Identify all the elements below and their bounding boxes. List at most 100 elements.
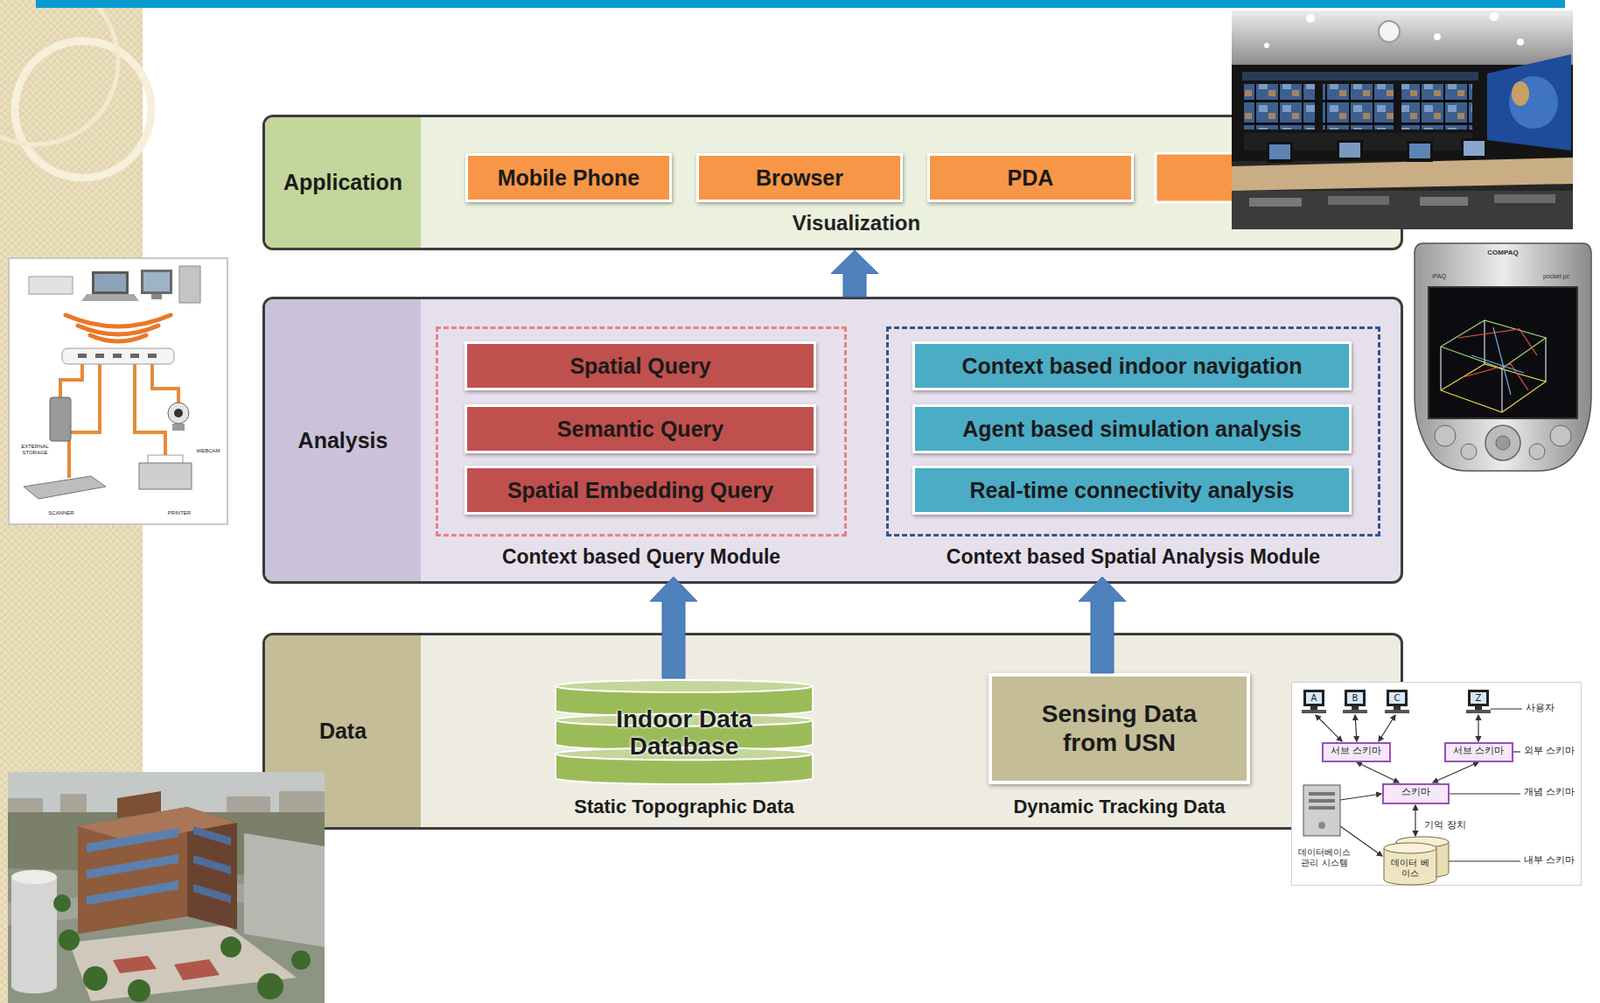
pda-device-photo-part [1471,355,1524,373]
schema-diagram-picture-part [1356,761,1399,783]
network-devices-picture-part [77,325,159,335]
network-devices-picture-part [62,348,175,364]
building-3d-model-part [7,797,43,814]
schema-label: 개념 스키마 [1523,786,1576,798]
box-label: Spatial Embedding Query [507,477,774,504]
network-devices-picture [7,257,229,525]
network-devices-picture-part [167,402,189,424]
building-3d-model-part [83,965,108,991]
label-wrap: B [1346,692,1364,704]
block-arrow [831,250,879,297]
network-devices-picture-part [69,363,100,478]
pda-device-photo-part [1428,286,1578,419]
schema-diagram-picture-part [1301,709,1327,713]
control-room-photo-part [1419,196,1468,206]
control-room-photo-part [1378,20,1400,42]
pda-device-photo-part [1462,363,1529,391]
building-3d-model-part [11,978,57,993]
schema-label: 서브 스키마 [1322,745,1390,757]
network-devices-picture-part [81,293,140,301]
network-devices-picture-part [77,353,87,358]
network-devices-picture-part [60,363,83,398]
network-devices-picture-part [143,272,170,292]
box-label: Real-time connectivity analysis [970,477,1295,504]
control-room-photo-part [1509,76,1559,129]
schema-diagram-picture-part [1342,709,1368,713]
pda-device-photo-part [1529,443,1545,460]
page-background-part [0,0,119,145]
building-3d-model-part [112,955,157,973]
network-devices-picture-part [152,363,179,403]
schema-diagram-picture-part [1490,707,1523,709]
network-devices-picture-part [140,269,173,294]
control-room-photo-part [1494,194,1556,203]
label-wrap: SCANNER [39,510,84,517]
network-devices-picture-part [151,293,162,300]
module-box: Spatial Embedding Query [464,465,817,515]
module-box: Real-time connectivity analysis [912,465,1352,515]
control-room-photo-part [1264,42,1270,49]
picture-label: SCANNER [39,510,84,517]
building-3d-model-part [86,880,179,905]
schema-diagram-picture-part [1467,689,1489,706]
picture-label: WEBCAM [190,447,226,455]
picture-label: PRINTER [157,510,202,517]
box-label: Context based indoor navigation [962,353,1303,379]
schema-label: 데이터베이스 관리 시스템 [1292,846,1356,867]
building-3d-model-part [193,854,231,874]
pda-device-photo-part [1544,337,1546,382]
schema-diagram-picture-part [1308,791,1335,796]
sensing-box: Sensing Data from USNDynamic Tracking Da… [988,672,1251,820]
schema-diagram-picture-part [1347,691,1363,704]
schema-label: 외부 스키마 [1523,745,1576,757]
building-3d-model-part [193,825,231,903]
network-devices-picture-part [94,273,126,292]
picture-label: EXTERNAL STORAGE [13,443,57,456]
box-label: Agent based simulation analysis [962,416,1302,442]
row-caption: Visualization [716,210,997,236]
module-group: Spatial QuerySemantic QuerySpatial Embed… [435,326,847,577]
schema-diagram-picture-part [1383,783,1449,804]
layer-label-column: Application [265,117,421,248]
schema-diagram-picture-part [1303,784,1341,836]
pda-device-photo-part [1485,425,1521,461]
sensing-box-face: Sensing Data from USN [988,672,1251,784]
network-devices-picture-part [95,353,105,358]
building-3d-model-part [226,796,271,814]
schema-diagram-picture-part [1355,714,1357,741]
network-devices-picture-part [23,475,106,499]
building-3d-model-part [53,894,71,912]
building-3d-model-part [127,978,151,1002]
pda-device-photo-part [1460,443,1477,460]
schema-diagram-picture-part [1470,691,1487,704]
module-caption: Context based Spatial Analysis Module [851,544,1416,569]
control-room-photo-part [1409,143,1431,159]
schema-label: 데이터 베이스 [1390,857,1431,878]
schema-diagram-picture-part [1445,742,1513,762]
pda-device-photo-part [1550,425,1572,447]
control-room-photo-part [1243,83,1315,130]
schema-diagram-picture-part [1306,691,1322,704]
network-devices-picture-part [179,265,201,303]
schema-diagram-picture-part [1340,825,1383,856]
schema-diagram-picture-part [1477,714,1479,741]
layer-label-column: Analysis [265,299,421,581]
box-label: PDA [1007,165,1055,191]
schema-diagram-picture-part [1303,689,1325,706]
pda-device-photo [1405,241,1600,473]
schema-diagram-picture-part [1315,714,1342,741]
schema-diagram-picture [1291,681,1582,886]
network-devices-picture-part [28,276,73,294]
network-devices-picture-part [8,258,228,525]
box-label: Mobile Phone [497,165,641,191]
label-wrap: 서브 스키마 [1322,745,1390,757]
schema-diagram-picture-part [1308,805,1335,810]
pda-device-photo-part [1493,327,1511,395]
schema-diagram-picture-part [1340,793,1382,800]
schema-diagram-picture-part [1432,761,1479,783]
control-room-photo-part [1516,38,1524,46]
layer-band: Indoor Data DatabaseStatic Topographic D… [262,632,1404,830]
building-3d-model-part [193,825,231,846]
label-wrap: pocket pc [1534,272,1579,280]
building-3d-model-part [279,790,325,814]
